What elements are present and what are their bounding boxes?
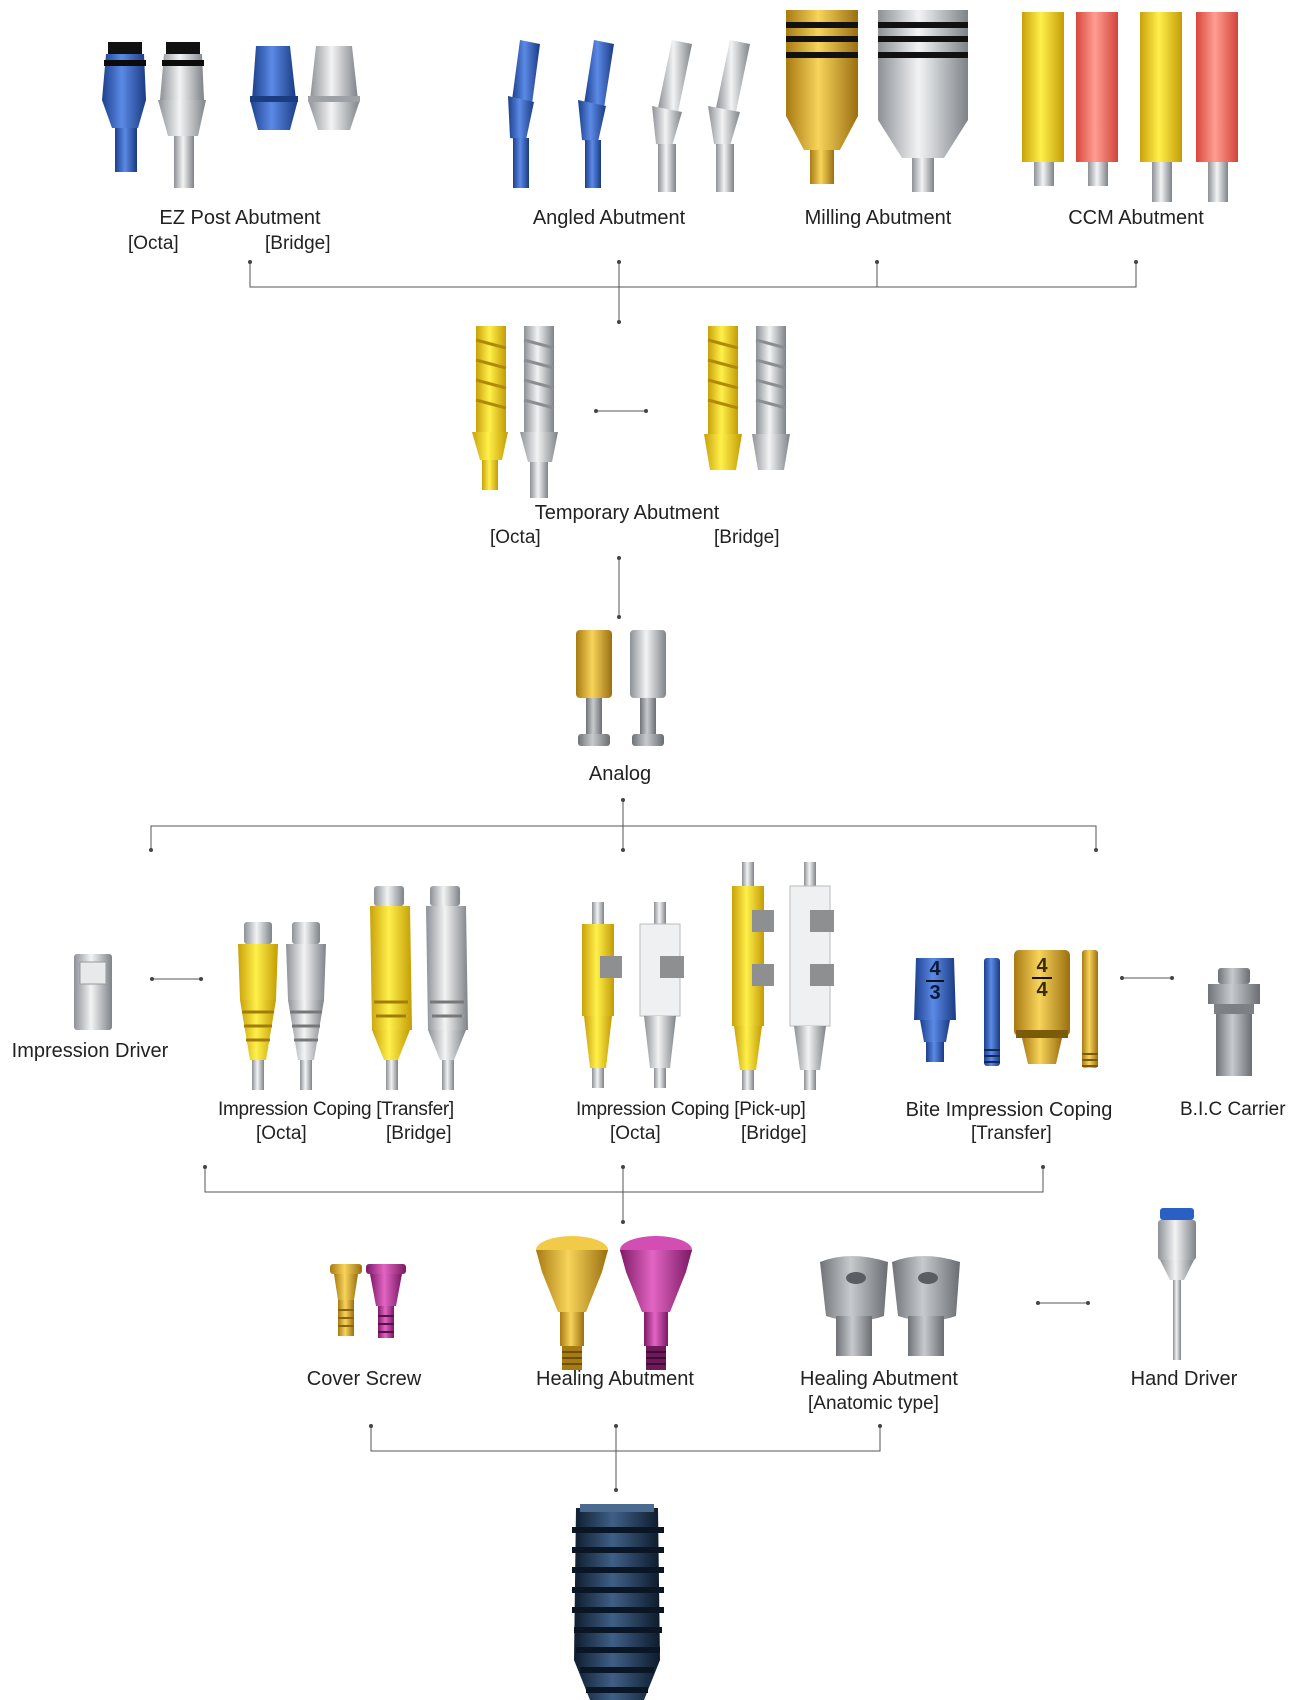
temporary-abutment-octa-yellow xyxy=(472,326,508,490)
temporary-abutment-bridge-silver xyxy=(752,326,790,470)
label-bite-transfer: [Transfer] xyxy=(971,1123,1052,1144)
bic-carrier xyxy=(1208,968,1260,1076)
label-temporary-abutment: Temporary Abutment xyxy=(534,502,720,524)
analog-gold xyxy=(576,630,612,746)
bite-impression-coping-gold xyxy=(1014,950,1070,1064)
label-ic-pickup-octa: [Octa] xyxy=(610,1123,661,1144)
label-ic-transfer-octa: [Octa] xyxy=(256,1123,307,1144)
bite-mark-1-top: 4 xyxy=(929,958,941,980)
label-ez-post-bridge: [Bridge] xyxy=(265,233,331,254)
healing-abutment-magenta xyxy=(620,1236,692,1370)
hand-driver xyxy=(1158,1208,1196,1360)
label-impression-coping-pickup: Impression Coping [Pick-up] xyxy=(576,1099,806,1120)
impression-coping-transfer-bridge-gold xyxy=(370,886,412,1090)
healing-abutment-anatomic-1 xyxy=(820,1256,888,1356)
implant xyxy=(572,1504,664,1700)
ez-post-abutment-octa-silver xyxy=(158,42,206,188)
label-healing-abutment: Healing Abutment xyxy=(536,1368,694,1390)
label-cover-screw: Cover Screw xyxy=(306,1368,422,1390)
label-ic-transfer-bridge: [Bridge] xyxy=(386,1123,452,1144)
ccm-abutment-coral-2 xyxy=(1196,12,1238,202)
angled-abutment-silver-2 xyxy=(708,40,750,192)
label-impression-coping-transfer: Impression Coping [Transfer] xyxy=(218,1099,454,1120)
ez-post-abutment-bridge-blue xyxy=(250,46,298,130)
angled-abutment-blue-2 xyxy=(578,40,614,188)
impression-coping-transfer-octa-gold xyxy=(238,922,278,1090)
impression-coping-transfer-octa-silver xyxy=(286,922,326,1090)
impression-driver xyxy=(74,954,112,1030)
label-temporary-octa: [Octa] xyxy=(490,527,541,548)
label-ic-pickup-bridge: [Bridge] xyxy=(741,1123,807,1144)
impression-coping-transfer-bridge-silver xyxy=(426,886,468,1090)
analog-silver xyxy=(630,630,666,746)
connector-dots xyxy=(149,260,1174,1492)
angled-abutment-blue-1 xyxy=(508,40,540,188)
healing-abutment-gold xyxy=(536,1236,608,1370)
label-ez-post-abutment: EZ Post Abutment xyxy=(159,207,321,229)
angled-abutment-silver-1 xyxy=(652,40,692,192)
label-anatomic-type: [Anatomic type] xyxy=(808,1393,939,1414)
impression-coping-pickup-octa-gold xyxy=(582,902,622,1088)
bite-impression-coping-blue xyxy=(914,958,956,1062)
label-milling-abutment: Milling Abutment xyxy=(804,207,952,229)
label-ccm-abutment: CCM Abutment xyxy=(1068,207,1204,229)
bite-mark-1-bottom: 3 xyxy=(929,982,941,1004)
ez-post-abutment-bridge-silver xyxy=(308,46,360,130)
impression-coping-pickup-octa-silver xyxy=(639,902,684,1088)
cover-screw-gold xyxy=(330,1264,362,1336)
label-hand-driver: Hand Driver xyxy=(1130,1368,1238,1390)
label-bic-carrier: B.I.C Carrier xyxy=(1180,1099,1286,1120)
label-impression-driver: Impression Driver xyxy=(11,1040,169,1062)
label-temporary-bridge: [Bridge] xyxy=(714,527,780,548)
label-ez-post-octa: [Octa] xyxy=(128,233,179,254)
cover-screw-magenta xyxy=(366,1264,406,1338)
bite-mark-2-top: 4 xyxy=(1036,955,1048,977)
impression-coping-pickup-bridge-gold xyxy=(732,862,774,1090)
bite-impression-coping-gold-rod xyxy=(1082,950,1098,1068)
healing-abutment-anatomic-2 xyxy=(892,1256,960,1356)
label-analog: Analog xyxy=(588,763,652,785)
label-healing-abutment-anatomic: Healing Abutment xyxy=(800,1368,958,1390)
ez-post-abutment-octa-blue xyxy=(102,42,146,172)
temporary-abutment-bridge-yellow xyxy=(704,326,742,470)
label-bite-impression-coping: Bite Impression Coping xyxy=(905,1099,1113,1121)
ccm-abutment-yellow-2 xyxy=(1140,12,1182,202)
temporary-abutment-octa-silver xyxy=(520,326,558,498)
bite-impression-coping-blue-rod xyxy=(984,958,1000,1066)
impression-coping-pickup-bridge-silver xyxy=(789,862,834,1090)
bite-mark-2-bottom: 4 xyxy=(1036,979,1048,1001)
ccm-abutment-yellow-1 xyxy=(1022,12,1064,186)
milling-abutment-silver xyxy=(878,10,968,192)
connector-lines xyxy=(150,262,1172,1490)
ccm-abutment-coral-1 xyxy=(1076,12,1118,186)
milling-abutment-gold xyxy=(786,10,858,184)
label-angled-abutment: Angled Abutment xyxy=(532,207,686,229)
